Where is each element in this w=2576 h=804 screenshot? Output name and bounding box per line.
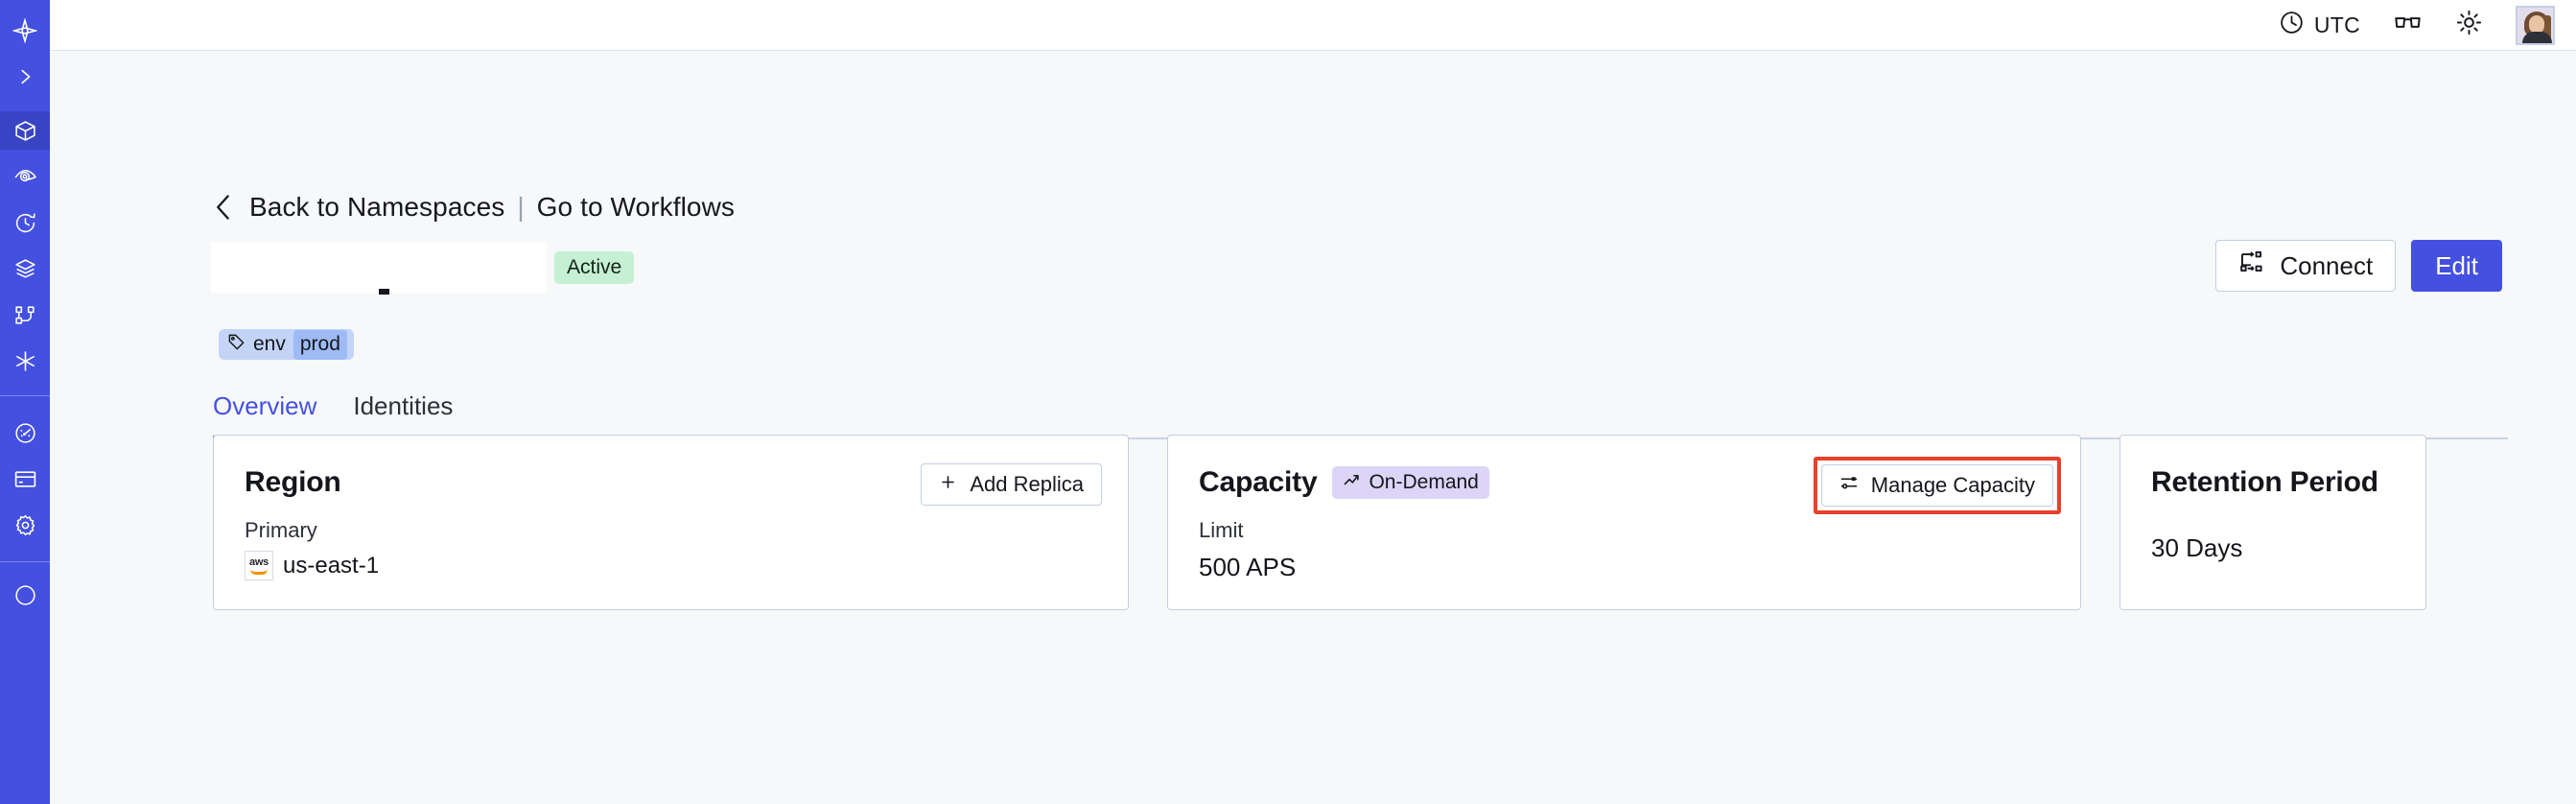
capacity-mode-badge: On-Demand [1332,466,1489,499]
capacity-card: Capacity On-Demand [1167,435,2081,610]
sidebar-divider-2 [0,561,50,562]
sidebar-divider-1 [0,395,50,396]
sidebar-item-settings[interactable] [0,506,50,544]
sidebar-item-expand[interactable] [0,58,50,96]
connect-button[interactable]: Connect [2215,240,2397,292]
namespace-name-redacted [211,243,547,295]
gear-icon [13,513,37,537]
git-branch-icon [13,303,37,327]
eye-swirl-icon [13,165,37,189]
edit-button[interactable]: Edit [2411,240,2502,292]
clock-rewind-icon [13,211,37,235]
chevron-right-icon [14,66,35,87]
region-card-title: Region [245,466,341,498]
connect-flow-icon [2238,249,2264,282]
go-to-workflows-link[interactable]: Go to Workflows [536,192,736,222]
tag-key: env [253,333,286,355]
plus-icon [939,472,957,497]
avatar[interactable] [2516,5,2555,45]
sidebar-item-observe[interactable] [0,157,50,196]
tag-icon [227,333,246,356]
status-badge: Active [554,251,635,284]
sidebar-item-history[interactable] [0,203,50,242]
help-circle-icon [13,583,37,607]
breadcrumb-separator: | [517,192,525,222]
reading-mode-button[interactable] [2393,8,2423,42]
capacity-value: 500 APS [1199,553,1297,581]
tag-chip-env[interactable]: env prod [219,329,354,360]
aws-logo-text: aws [249,556,269,568]
gauge-icon [13,421,37,445]
sidebar-item-usage[interactable] [0,414,50,452]
layers-icon [13,257,37,281]
chevron-left-icon[interactable] [213,193,234,222]
timezone-label: UTC [2313,12,2360,37]
manage-capacity-label: Manage Capacity [1870,473,2035,497]
main-content: Back to Namespaces | Go to Workflows Act… [50,51,2576,804]
tab-bar: Overview Identities [213,391,2508,439]
aws-logo-icon: aws [245,551,273,580]
glasses-icon [2393,8,2423,42]
capacity-card-title: Capacity [1199,466,1318,498]
cube-icon [13,119,37,143]
top-header: UTC [50,0,2576,51]
left-sidebar [0,0,50,804]
retention-card: Retention Period 30 Days [2119,435,2426,610]
add-replica-label: Add Replica [970,472,1084,496]
manage-capacity-button[interactable]: Manage Capacity [1820,464,2053,507]
tab-identities[interactable]: Identities [353,391,454,420]
tab-overview[interactable]: Overview [213,391,317,439]
sliders-icon [1839,473,1859,498]
namespace-actions: Connect Edit [2215,240,2502,292]
timezone-selector[interactable]: UTC [2279,10,2360,40]
sidebar-item-help[interactable] [0,576,50,614]
overview-cards: Region Add Replica Primary aws us-east-1 [213,435,2426,610]
region-sublabel: Primary [245,518,317,542]
capacity-mode-label: On-Demand [1369,471,1479,493]
trending-up-icon [1343,471,1361,493]
capacity-sublabel: Limit [1199,518,1244,542]
retention-value: 30 Days [2151,533,2243,562]
region-value-row: aws us-east-1 [245,551,1101,580]
add-replica-button[interactable]: Add Replica [921,463,1102,506]
credit-card-icon [13,467,37,491]
namespace-title-row: Active [211,243,635,295]
region-card: Region Add Replica Primary aws us-east-1 [213,435,1129,610]
clock-icon [2279,10,2305,40]
capacity-title-row: Capacity On-Demand [1199,466,2053,499]
sidebar-item-namespaces[interactable] [0,111,50,150]
sun-icon [2455,9,2483,41]
sidebar-item-logo[interactable] [0,12,50,50]
sidebar-item-billing[interactable] [0,460,50,498]
glyph-remnant [379,289,389,295]
theme-toggle-button[interactable] [2455,9,2483,41]
manage-capacity-highlight-box: Manage Capacity [1813,457,2061,514]
asterisk-icon [13,349,37,373]
header-tools: UTC [2279,5,2576,45]
tag-value: prod [293,329,347,360]
region-value: us-east-1 [283,552,380,579]
sidebar-item-integrations[interactable] [0,342,50,380]
connect-button-label: Connect [2280,250,2374,280]
retention-card-title: Retention Period [2151,466,2378,498]
sidebar-item-workflows[interactable] [0,296,50,334]
back-to-namespaces-link[interactable]: Back to Namespaces [249,192,505,222]
sidebar-item-layers[interactable] [0,249,50,288]
temporal-logo-icon [12,18,37,43]
breadcrumb: Back to Namespaces | Go to Workflows [213,192,735,223]
